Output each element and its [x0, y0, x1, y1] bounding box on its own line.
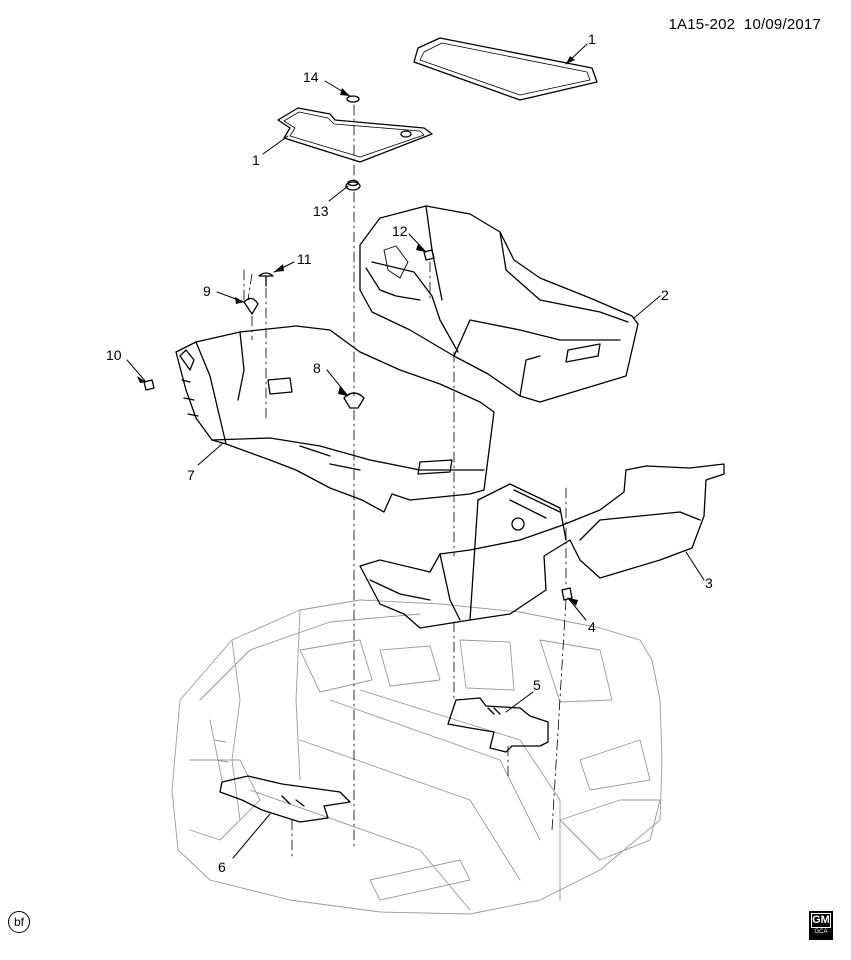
mat-retainer-14 [346, 95, 360, 103]
illustration-code: 1A15-202 [668, 16, 736, 33]
floor-mat-rear-outline [413, 37, 598, 101]
floor-mat-front-outline [277, 107, 433, 163]
logo-subtext: GCA [814, 929, 828, 935]
carpet-front-lower [175, 325, 495, 513]
retainer-4 [561, 587, 573, 601]
callout-1-left: 1 [252, 152, 260, 168]
callout-12: 12 [392, 223, 408, 239]
callout-8: 8 [313, 360, 321, 376]
assembly-lines [243, 104, 567, 857]
leader-arrowheads [137, 56, 578, 606]
mat-retainer-13 [345, 181, 361, 191]
retainer-11 [258, 272, 274, 287]
insulator-front [219, 775, 351, 823]
callout-5: 5 [533, 677, 541, 693]
callout-2: 2 [661, 287, 669, 303]
gm-logo-icon: GM GCA [809, 911, 833, 940]
insulator-rear-marks [487, 707, 501, 715]
retainer-9 [243, 297, 259, 315]
callout-7: 7 [187, 467, 195, 483]
insulator-rear [447, 697, 549, 753]
mat-grommet-hole [400, 130, 412, 138]
corner-mark: bf [8, 911, 30, 933]
diagram-header: 1A15-202 10/09/2017 [669, 16, 821, 33]
callout-9: 9 [203, 283, 211, 299]
retainer-10 [143, 379, 155, 391]
vehicle-floor-structure [171, 599, 663, 915]
callout-4: 4 [588, 619, 596, 635]
insulator-front-marks [281, 795, 305, 807]
floor-mat-rear-inner [419, 42, 591, 96]
callout-10: 10 [106, 347, 122, 363]
rear-carpet-grommet [511, 517, 525, 531]
callout-14: 14 [303, 69, 319, 85]
mat-retainer-13-top [347, 179, 359, 187]
retainer-12 [423, 249, 435, 261]
carpet-rear [359, 463, 725, 629]
carpet-front-upper [359, 205, 639, 403]
floor-mat-front-inner [283, 111, 425, 158]
callout-11: 11 [297, 251, 312, 267]
callout-1-upper: 1 [588, 31, 596, 47]
callout-3: 3 [705, 575, 713, 591]
logo-text: GM [811, 913, 831, 928]
callout-6: 6 [218, 859, 226, 875]
callout-13: 13 [313, 203, 329, 219]
diagram-date: 10/09/2017 [743, 16, 821, 33]
callout-labels: 1 1 14 13 12 11 9 2 10 8 7 3 4 5 6 [106, 31, 713, 875]
